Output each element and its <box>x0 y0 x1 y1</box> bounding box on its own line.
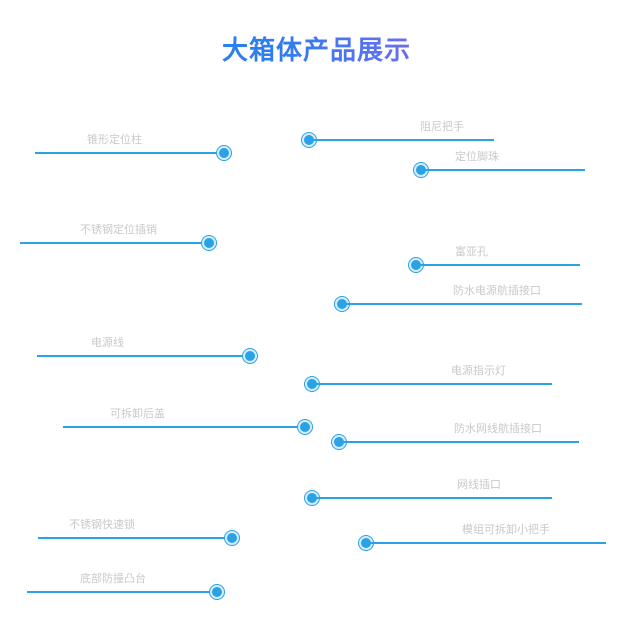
callout-line <box>27 591 214 593</box>
callout-locating-ball: 定位脚珠 <box>414 150 585 178</box>
callout-removable-back-cover: 可拆卸后盖 <box>63 407 312 435</box>
callout-label: 不锈钢定位插销 <box>80 223 157 236</box>
callout-power-cable: 电源线 <box>37 336 257 364</box>
callout-label: 底部防撞凸台 <box>80 572 146 585</box>
callout-bottom-bumper: 底部防撞凸台 <box>27 572 224 600</box>
callout-stainless-quick-lock: 不锈钢快速锁 <box>38 518 239 546</box>
callout-dot <box>225 531 239 545</box>
callout-stainless-locating-pin: 不锈钢定位插销 <box>20 223 216 251</box>
callout-line <box>35 152 221 154</box>
callout-line <box>315 383 552 385</box>
callout-label: 富亚孔 <box>455 245 488 258</box>
callout-label: 锥形定位柱 <box>87 133 142 146</box>
callout-power-indicator: 电源指示灯 <box>305 364 552 392</box>
callout-fuya-hole: 富亚孔 <box>409 245 580 273</box>
callout-label: 网线插口 <box>457 478 501 491</box>
callout-label: 模组可拆卸小把手 <box>462 523 550 536</box>
callout-dot <box>217 146 231 160</box>
callout-waterproof-network-connector: 防水网线航插接口 <box>332 422 579 450</box>
callout-line <box>63 426 302 428</box>
callout-label: 不锈钢快速锁 <box>69 518 135 531</box>
callout-label: 定位脚珠 <box>455 150 499 163</box>
callout-label: 阻尼把手 <box>420 120 464 133</box>
callout-cone-locating-post: 锥形定位柱 <box>35 133 231 161</box>
callout-label: 防水网线航插接口 <box>454 422 542 435</box>
callout-line <box>38 537 229 539</box>
callout-line <box>37 355 247 357</box>
callout-label: 电源线 <box>91 336 124 349</box>
callout-line <box>419 264 580 266</box>
callout-line <box>369 542 606 544</box>
callout-waterproof-power-connector: 防水电源航插接口 <box>335 284 582 312</box>
callout-dot <box>202 236 216 250</box>
callout-line <box>20 242 206 244</box>
callout-dot <box>243 349 257 363</box>
callout-dot <box>298 420 312 434</box>
callout-label: 可拆卸后盖 <box>110 407 165 420</box>
callout-damping-handle: 阻尼把手 <box>302 120 494 148</box>
callout-dot <box>210 585 224 599</box>
callout-line <box>342 441 579 443</box>
callout-line <box>345 303 582 305</box>
callout-line <box>424 169 585 171</box>
callout-label: 电源指示灯 <box>451 364 506 377</box>
callout-network-port: 网线插口 <box>305 478 552 506</box>
callout-line <box>315 497 552 499</box>
callout-line <box>312 139 494 141</box>
callout-module-removable-handle: 模组可拆卸小把手 <box>359 523 606 551</box>
page-title: 大箱体产品展示 <box>0 30 633 67</box>
callout-label: 防水电源航插接口 <box>453 284 541 297</box>
